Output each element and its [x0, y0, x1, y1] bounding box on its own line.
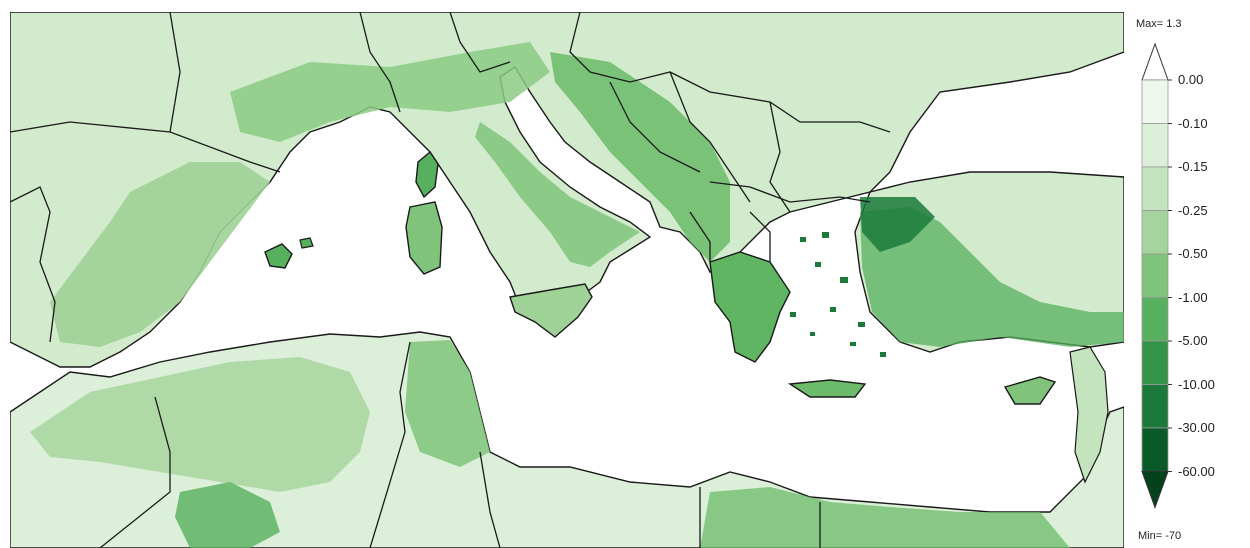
- legend-min-label: Min= -70: [1138, 530, 1182, 542]
- legend-level-label: 0.00: [1178, 72, 1204, 87]
- legend-swatch: [1141, 210, 1169, 255]
- island-minorca: [299, 237, 314, 249]
- legend-swatch: [1141, 297, 1169, 342]
- land-egypt-shading: [700, 487, 1070, 548]
- legend-swatch: [1141, 384, 1169, 429]
- island-mallorca: [264, 243, 293, 269]
- legend-swatch: [1141, 427, 1169, 472]
- legend-level-label: -30.00: [1178, 420, 1215, 435]
- legend-level-label: -0.15: [1178, 159, 1208, 174]
- land-turkey-dark: [860, 197, 935, 252]
- legend-colorbar: [1141, 42, 1172, 509]
- land-alps-shading: [230, 42, 550, 142]
- legend-swatch: [1141, 79, 1169, 124]
- island-sicily: [509, 283, 593, 338]
- legend-level-label: -0.50: [1178, 246, 1208, 261]
- land-turkey-shading: [860, 207, 1124, 347]
- land-italy-shading: [475, 122, 640, 267]
- island-cyprus: [1003, 376, 1057, 405]
- land-iberia-shading: [50, 162, 270, 347]
- legend-level-label: -10.00: [1178, 376, 1215, 392]
- land-greece: [709, 251, 791, 363]
- legend-level-label: -5.00: [1178, 333, 1208, 348]
- color-legend: Max= 1.3 Min= -70 0.00 -0.10 -0.15 -0.25 -0.…: [1130, 0, 1250, 548]
- legend-max-label: Max= 1.3: [1136, 18, 1182, 30]
- legend-max-arrow: [1141, 42, 1169, 81]
- legend-level-label: -0.10: [1178, 115, 1208, 131]
- aegean-islands: [790, 232, 886, 357]
- legend-swatch: [1141, 340, 1169, 385]
- land-balkans-shading: [550, 52, 730, 262]
- legend-min-arrow: [1141, 471, 1169, 509]
- legend-level-label: -60.00: [1178, 463, 1215, 479]
- island-corsica: [415, 150, 439, 199]
- legend-level-label: -1.00: [1178, 289, 1208, 305]
- country-borders: [10, 12, 891, 548]
- island-crete: [787, 379, 867, 398]
- map-canvas: [10, 12, 1124, 548]
- legend-swatch: [1141, 253, 1169, 298]
- land-sahara-shading: [175, 482, 280, 548]
- island-sardinia: [405, 201, 443, 275]
- legend-swatch: [1141, 166, 1169, 211]
- legend-level-label: -0.25: [1178, 202, 1208, 218]
- map-panel: [10, 12, 1124, 548]
- land-tunisia-shading: [405, 340, 490, 467]
- land-levant: [1069, 346, 1109, 484]
- land-atlas-shading: [30, 357, 370, 492]
- legend-swatch: [1141, 123, 1169, 168]
